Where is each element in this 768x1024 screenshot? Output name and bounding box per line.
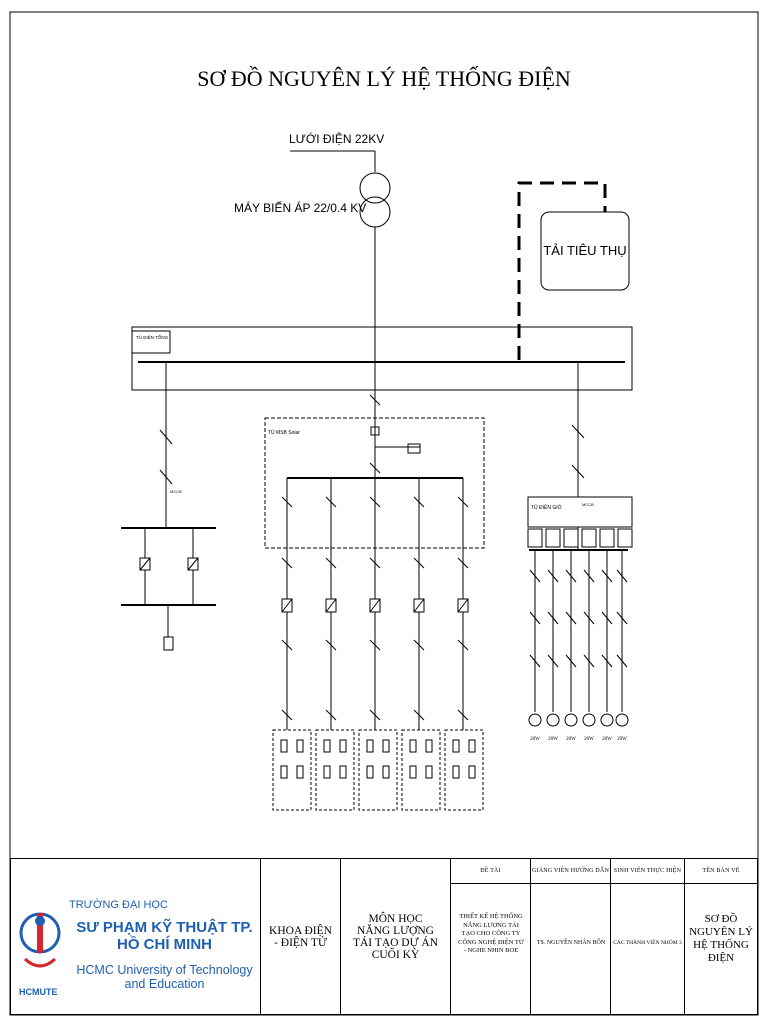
left-switch — [159, 429, 173, 445]
wind-turbine-4 — [582, 713, 596, 727]
advisor-value: TS. NGUYỄN NHÂN BỔN — [536, 940, 606, 946]
wind-turbine-label-1: 20W — [530, 737, 540, 742]
transformer-label: MÁY BIẾN ÁP 22/0.4 KV — [234, 200, 366, 215]
wind-turbine-5 — [600, 713, 614, 727]
wind-branch-1 — [527, 528, 543, 727]
transformer-primary-winding — [359, 172, 391, 204]
pv-string-4 — [413, 478, 425, 730]
advisor-header: GIẢNG VIÊN HƯỚNG DẪN — [531, 868, 610, 874]
pv-string-1 — [281, 478, 293, 730]
students-header: SINH VIÊN THỰC HIỆN — [613, 868, 682, 874]
pv-array-3 — [358, 729, 398, 811]
faculty-cell: KHOA ĐIỆN - ĐIỆN TỬ — [261, 859, 341, 1014]
drawing-value: SƠ ĐỒ NGUYÊN LÝ HỆ THỐNG ĐIỆN — [689, 913, 753, 964]
drawing-header: TÊN BẢN VẼ — [702, 868, 740, 874]
battery-box — [163, 636, 174, 651]
wind-turbine-label-6: 20W — [617, 737, 627, 742]
pv-array-2 — [315, 729, 355, 811]
solar-main-breaker — [369, 462, 381, 474]
wind-branch-3 — [563, 528, 579, 727]
load-box — [540, 211, 630, 291]
university-logo-icon — [19, 912, 61, 968]
solar-monitor — [407, 443, 421, 454]
pv-strings — [281, 478, 469, 730]
wind-branches — [527, 528, 633, 727]
course-cell: MÔN HỌC NĂNG LƯỢNG TÁI TẠO DỰ ÁN CUỐI KỲ — [341, 859, 451, 1014]
topic-cell: ĐỀ TÀI THIẾT KẾ HỆ THỐNG NĂNG LƯỢNG TÁI … — [451, 859, 531, 1014]
main-panel — [131, 326, 633, 391]
load-feeder-dashed — [517, 181, 607, 360]
solar-panel-label: TỦ MSB Solar — [268, 429, 300, 436]
wind-turbine-6 — [615, 713, 629, 727]
wind-branch-4 — [581, 528, 597, 727]
wind-turbine-label-3: 20W — [566, 737, 576, 742]
logo-text: HCMUTE — [19, 987, 58, 997]
solar-switch — [369, 394, 381, 406]
wind-turbine-2 — [546, 713, 560, 727]
pv-array-5 — [444, 729, 484, 811]
pv-string-2 — [325, 478, 337, 730]
solar-meter — [370, 426, 380, 436]
students-value: CÁC THÀNH VIÊN NHÓM 3 — [613, 940, 682, 946]
diagram-title: SƠ ĐỒ NGUYÊN LÝ HỆ THỐNG ĐIỆN — [197, 66, 571, 91]
wind-branch-6 — [615, 528, 633, 727]
header-divider — [451, 883, 757, 884]
main-panel-tag — [131, 330, 171, 354]
main-panel-label: TỦ ĐIỆN TỔNG — [136, 333, 169, 340]
wind-breaker-label: MCCB — [582, 502, 594, 507]
wind-switch-2 — [571, 464, 585, 479]
load-label: TẢI TIÊU THỤ — [543, 243, 626, 258]
university-top-text: TRƯỜNG ĐẠI HỌC — [69, 899, 168, 911]
wind-branch-2 — [545, 528, 561, 727]
topic-header: ĐỀ TÀI — [480, 868, 501, 874]
wind-branch-5 — [599, 528, 615, 727]
wind-turbine-1 — [528, 713, 542, 727]
pv-array-4 — [401, 729, 441, 811]
wind-turbine-label-2: 20W — [548, 737, 558, 742]
pv-string-5 — [457, 478, 469, 730]
students-cell: SINH VIÊN THỰC HIỆN CÁC THÀNH VIÊN NHÓM … — [611, 859, 685, 1014]
title-block: HCMUTE TRƯỜNG ĐẠI HỌC SƯ PHẠM KỸ THUẬT T… — [10, 858, 758, 1015]
topic-value: THIẾT KẾ HỆ THỐNG NĂNG LƯỢNG TÁI TẠO CHO… — [458, 913, 524, 954]
left-breaker-symbol — [159, 469, 173, 485]
pv-array-1 — [272, 729, 312, 811]
wind-panel-label: TỦ ĐIỆN GIÓ — [531, 503, 562, 511]
left-breaker-label: MCCB — [170, 489, 182, 494]
university-english-name: HCMC University of Technology and Educat… — [76, 963, 253, 991]
pv-arrays — [272, 729, 484, 811]
advisor-cell: GIẢNG VIÊN HƯỚNG DẪN TS. NGUYỄN NHÂN BỔN — [531, 859, 611, 1014]
wind-switch — [571, 424, 585, 439]
university-name: SƯ PHẠM KỸ THUẬT TP. HỒ CHÍ MINH — [76, 919, 253, 953]
wind-turbine-label-5: 20W — [602, 737, 612, 742]
pv-string-3 — [369, 478, 381, 730]
drawing-name-cell: TÊN BẢN VẼ SƠ ĐỒ NGUYÊN LÝ HỆ THỐNG ĐIỆN — [685, 859, 757, 1014]
wind-turbine-labels: 20W 20W 20W 20W 20W 20W — [530, 737, 627, 742]
university-cell: HCMUTE TRƯỜNG ĐẠI HỌC SƯ PHẠM KỸ THUẬT T… — [11, 859, 261, 1014]
wind-turbine-3 — [564, 713, 578, 727]
wind-turbine-label-4: 20W — [584, 737, 594, 742]
wind-panel-box — [527, 496, 633, 528]
grid-label: LƯỚI ĐIỆN 22KV — [289, 131, 384, 146]
drawing-frame — [9, 11, 759, 1016]
